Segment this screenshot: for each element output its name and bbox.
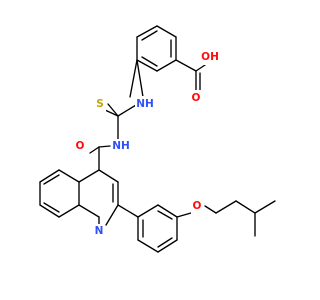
bond [235, 200, 256, 214]
bond [78, 169, 100, 183]
bond [117, 204, 139, 218]
quinoline-nitrogen-background [93, 224, 105, 239]
bond [176, 212, 192, 218]
bond [157, 239, 178, 253]
amide-nh-background [111, 139, 131, 154]
bond [156, 59, 177, 72]
bond [157, 237, 173, 248]
bond [105, 204, 119, 226]
bond [136, 59, 158, 72]
bonds [39, 25, 276, 253]
molecule-structure-diagram: OH O NH S NH O N O [39, 25, 276, 253]
thiourea-nh-label: NH [136, 98, 154, 110]
bond [43, 202, 60, 213]
bond [157, 204, 178, 218]
bond [175, 59, 197, 72]
bond [107, 103, 119, 117]
bond [137, 239, 159, 253]
bond [215, 200, 237, 214]
oh-label-background [199, 50, 221, 65]
thiourea-nh-background [135, 96, 155, 111]
ether-oxygen-background [191, 199, 203, 214]
bond [78, 204, 100, 218]
bond [204, 205, 217, 214]
bond [98, 169, 119, 183]
thione-sulfur-label: S [96, 98, 104, 110]
bond [141, 30, 158, 41]
carboxyl-oxygen-background [191, 90, 202, 105]
bond [39, 204, 60, 218]
molecule-svg: OH O NH S NH O N O [39, 25, 276, 253]
bond [43, 174, 60, 185]
bond [141, 56, 158, 67]
carboxyl-oxygen-label: O [192, 92, 201, 104]
ether-oxygen-label: O [193, 200, 202, 212]
bond [129, 59, 138, 98]
bond [137, 204, 159, 218]
bond [156, 25, 177, 38]
bond [58, 169, 80, 183]
bond [104, 109, 119, 117]
atom-labels: OH O NH S NH O N O [74, 50, 221, 239]
bond [254, 200, 276, 214]
bond [157, 210, 173, 220]
amide-oxygen-label: O [76, 140, 85, 152]
amide-nh-label: NH [112, 140, 130, 152]
bond [136, 59, 144, 98]
bond [98, 145, 111, 148]
bond [39, 169, 60, 183]
bond [136, 25, 158, 38]
oh-label: OH [201, 51, 219, 63]
thione-sulfur-background [94, 97, 106, 112]
quinoline-nitrogen-label: N [95, 225, 104, 237]
bond [89, 146, 100, 154]
bond [117, 104, 137, 117]
bond [58, 204, 80, 218]
amide-oxygen-background [74, 139, 86, 154]
